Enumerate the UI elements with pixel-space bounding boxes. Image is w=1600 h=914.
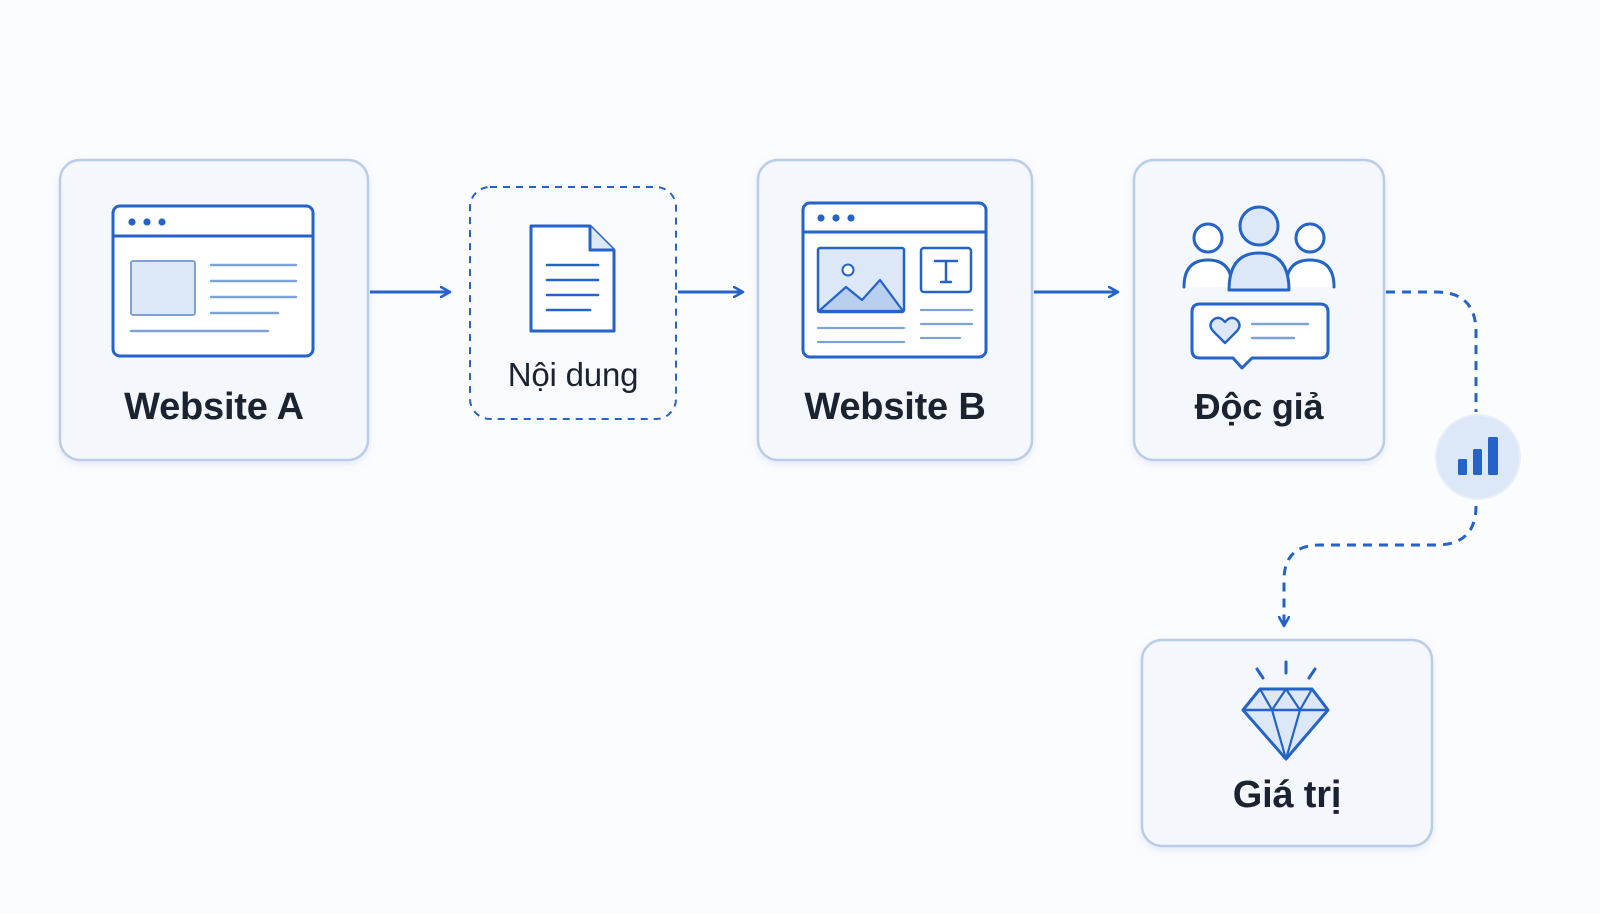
bar-chart-icon: [1435, 414, 1521, 500]
connector-analytics-to-value: [1284, 505, 1478, 626]
readers-label: Độc giả: [1194, 386, 1324, 427]
website-a-label: Website A: [124, 386, 304, 428]
comment-bubble-icon: [1190, 302, 1330, 370]
value-label: Giá trị: [1232, 774, 1342, 816]
heart-icon: [1209, 316, 1241, 345]
diamond-icon: [1241, 660, 1330, 761]
audience-icon: [1182, 205, 1336, 370]
website-b-label: Website B: [804, 386, 986, 428]
document-icon: [529, 224, 616, 333]
image-placeholder-icon: [816, 246, 906, 314]
text-tool-icon: [919, 246, 973, 294]
connector-readers-to-analytics: [1386, 290, 1478, 412]
webpage-editor-icon: [801, 201, 988, 359]
browser-window-icon: [111, 204, 315, 358]
content-label: Nội dung: [507, 356, 639, 393]
